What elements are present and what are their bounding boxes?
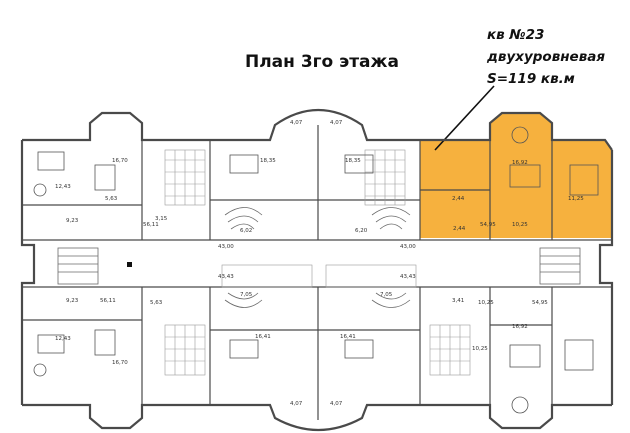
room-label: 7,05 <box>380 292 393 298</box>
column-marker <box>127 262 132 267</box>
tiled-areas <box>164 149 471 376</box>
room-label: 43,00 <box>400 244 416 250</box>
outer-walls <box>20 108 614 432</box>
apartment-type: двухуровневая <box>487 49 606 65</box>
room-label: 6,02 <box>240 228 252 234</box>
room-label: 6,20 <box>355 228 368 234</box>
room-label: 56,11 <box>100 298 116 304</box>
room-label: 10,25 <box>478 300 494 306</box>
room-label: 10,25 <box>472 346 488 352</box>
room-label: 2,44 <box>453 226 466 232</box>
furniture <box>33 126 599 414</box>
room-label: 12,43 <box>55 336 71 342</box>
room-label: 3,15 <box>155 216 168 222</box>
room-label: 43,00 <box>218 244 234 250</box>
room-label: 54,95 <box>532 300 548 306</box>
room-label: 43,43 <box>218 274 234 280</box>
room-label: 16,41 <box>255 334 271 340</box>
room-label: 43,43 <box>400 274 416 280</box>
room-label: 9,23 <box>66 298 79 304</box>
room-label: 2,44 <box>452 196 465 202</box>
plan-title: План 3го этажа <box>245 52 399 72</box>
room-label: 16,70 <box>112 360 128 366</box>
partition-walls <box>22 125 612 420</box>
room-label: 7,05 <box>240 292 253 298</box>
room-label: 3,41 <box>452 298 464 304</box>
room-label: 16,70 <box>112 158 128 164</box>
room-label: 16,92 <box>512 160 528 166</box>
room-label: 56,11 <box>143 222 159 228</box>
room-label: 10,25 <box>512 222 528 228</box>
room-label: 4,07 <box>330 401 343 407</box>
room-label: 5,63 <box>150 300 163 306</box>
room-label: 4,07 <box>290 120 303 126</box>
room-label: 9,23 <box>66 218 79 224</box>
apartment-23-highlight <box>420 113 612 238</box>
stairs <box>57 207 581 308</box>
room-label: 12,43 <box>55 184 71 190</box>
room-label: 54,95 <box>480 222 496 228</box>
room-label: 18,35 <box>345 158 361 164</box>
room-label: 4,07 <box>330 120 343 126</box>
room-label: 16,41 <box>340 334 356 340</box>
apartment-callout: кв №23 двухуровневая S=119 кв.м <box>487 24 605 90</box>
room-label: 5,63 <box>105 196 118 202</box>
room-label: 4,07 <box>290 401 303 407</box>
room-label: 11,25 <box>568 196 584 202</box>
apartment-area: S=119 кв.м <box>487 71 575 87</box>
room-label: 18,35 <box>260 158 276 164</box>
apartment-number: кв №23 <box>487 27 545 43</box>
room-label: 16,92 <box>512 324 528 330</box>
